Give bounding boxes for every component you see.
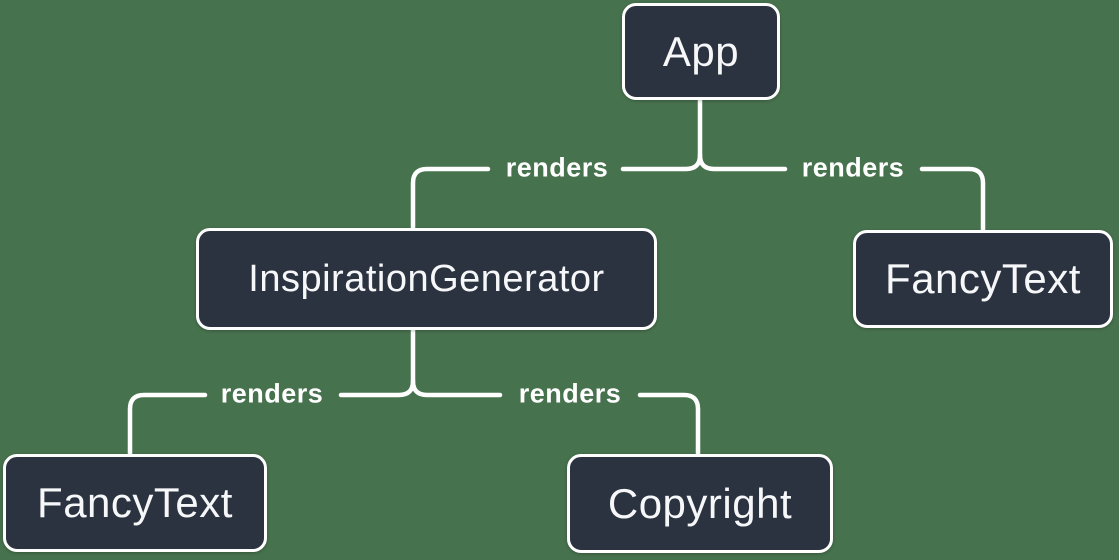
node-app: App — [622, 3, 780, 100]
edge-label-renders-inspirationgenerator-fancytext: renders — [220, 378, 324, 409]
edge-inspirationgenerator-to-fancytext-segment-a — [338, 327, 416, 398]
edge-label-renders-app-fancytext: renders — [801, 152, 905, 183]
edge-label-renders-app-inspirationgenerator: renders — [505, 152, 609, 183]
edge-inspirationgenerator-to-copyright-segment-a — [410, 378, 503, 398]
node-copyright: Copyright — [567, 454, 833, 553]
edge-app-to-inspirationgenerator-segment-b — [410, 166, 491, 231]
edge-app-to-inspirationgenerator-segment-a — [620, 97, 703, 172]
edge-inspirationgenerator-to-fancytext-segment-b — [127, 392, 208, 457]
edge-app-to-fancytext-segment-b — [919, 166, 986, 233]
node-fancy-text-right: FancyText — [853, 230, 1113, 328]
node-inspiration-generator: InspirationGenerator — [196, 228, 657, 330]
edge-inspirationgenerator-to-copyright-segment-b — [637, 392, 701, 457]
node-fancy-text-bottom: FancyText — [3, 454, 267, 552]
edge-label-renders-inspirationgenerator-copyright: renders — [518, 378, 622, 409]
edge-app-to-fancytext-segment-a — [697, 152, 788, 172]
